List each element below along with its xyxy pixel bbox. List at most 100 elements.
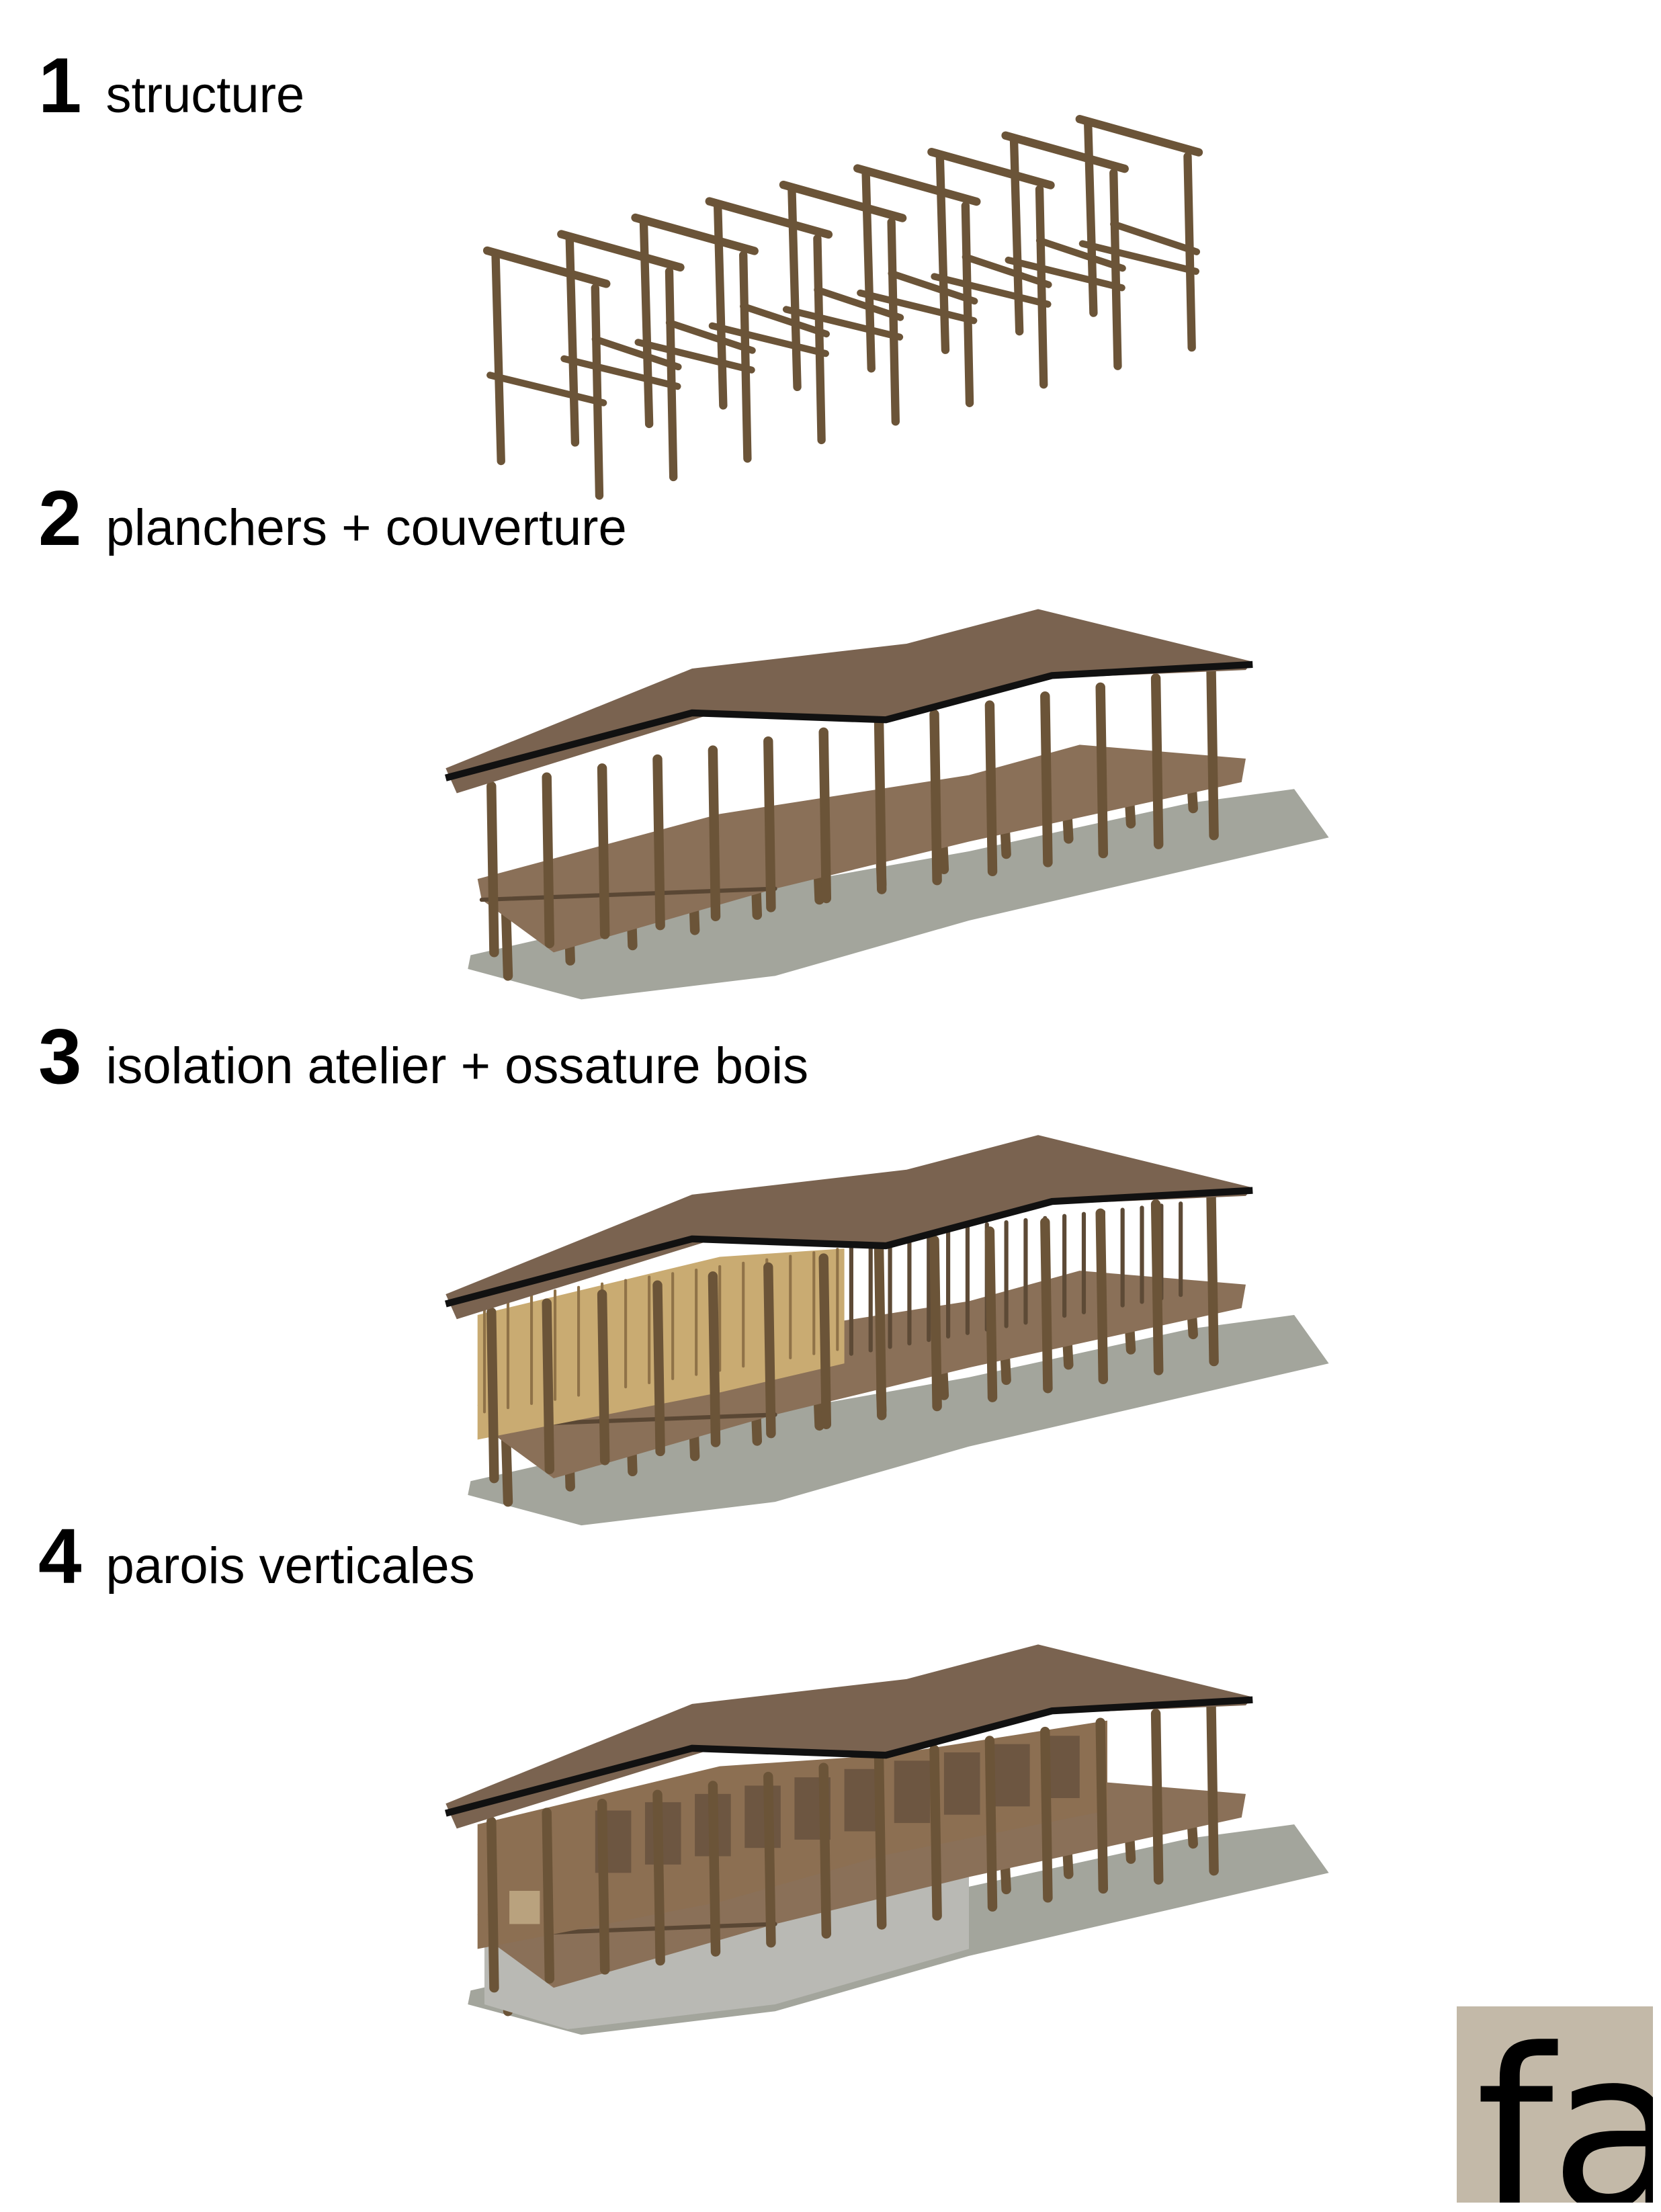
roof	[445, 1644, 1253, 1829]
timber-post	[1083, 118, 1098, 317]
column	[984, 700, 998, 877]
vertical-walls-illustration	[445, 1644, 1329, 2035]
column	[929, 1235, 942, 1412]
step-4-heading: 4 parois verticales	[38, 1511, 475, 1601]
timber-brace	[962, 253, 1052, 288]
column	[818, 1762, 832, 1939]
column	[1206, 1699, 1219, 1876]
timber-post	[491, 249, 505, 466]
step-3-heading: 3 isolation atelier + ossature bois	[38, 1011, 808, 1101]
step-label: structure	[105, 67, 305, 124]
column	[929, 1744, 942, 1921]
column	[1150, 1709, 1164, 1885]
timber-rail	[1005, 256, 1125, 292]
timber-brace	[665, 319, 756, 354]
step-label: parois verticales	[105, 1537, 475, 1594]
timber-post	[861, 167, 876, 373]
timber-beam	[557, 230, 685, 272]
step-number: 1	[38, 42, 82, 129]
timber-beam	[779, 180, 907, 222]
timber-rail	[634, 339, 755, 374]
timber-beam	[631, 213, 759, 255]
column	[1040, 1217, 1053, 1394]
timber-post	[961, 202, 974, 407]
timber-rail	[1078, 240, 1199, 275]
timber-rail	[486, 372, 607, 407]
column	[763, 1771, 776, 1948]
timber-brace	[1110, 220, 1201, 255]
timber-beam	[1001, 131, 1129, 173]
deck-edge	[479, 886, 777, 902]
step-number: 3	[38, 1013, 82, 1100]
roof-edge	[445, 1187, 1253, 1308]
column	[708, 745, 721, 921]
timber-post	[787, 183, 802, 392]
column	[763, 736, 776, 912]
column	[597, 763, 610, 939]
column	[984, 1736, 998, 1912]
timber-post	[713, 200, 728, 410]
timber-post	[887, 218, 900, 426]
step-1-heading: 1 structure	[38, 40, 304, 130]
column	[1040, 1726, 1053, 1903]
column	[1206, 1190, 1219, 1367]
column	[1095, 1208, 1109, 1385]
column	[542, 1298, 555, 1474]
window	[844, 1769, 881, 1832]
column	[652, 1280, 665, 1457]
timber-post	[665, 267, 678, 482]
column	[874, 1754, 887, 1930]
timber-rail	[782, 306, 904, 341]
timber-post	[565, 232, 580, 447]
timber-brace	[740, 302, 830, 338]
roof	[445, 1135, 1253, 1320]
timber-post	[639, 216, 654, 429]
insulation-framing-illustration	[445, 1135, 1329, 1526]
roof-edge	[445, 1696, 1253, 1817]
column	[818, 1253, 832, 1430]
column	[1095, 1717, 1109, 1894]
floors-roof-illustration	[445, 609, 1329, 1000]
roof-edge	[445, 661, 1253, 781]
timber-post	[1035, 185, 1048, 389]
floor-deck	[477, 1780, 1246, 1988]
column	[874, 718, 887, 894]
timber-brace	[888, 269, 978, 305]
column	[597, 1799, 610, 1975]
floor-deck	[477, 745, 1246, 953]
timber-rail	[931, 273, 1052, 308]
column	[542, 772, 555, 949]
step-2-heading: 2 planchers + couverture	[38, 473, 627, 563]
column	[1206, 664, 1219, 841]
column	[1150, 673, 1164, 849]
column	[984, 1226, 998, 1402]
timber-beam	[482, 246, 611, 288]
timber-rail	[708, 322, 829, 357]
timber-rail	[560, 355, 681, 390]
timber-beam	[705, 197, 833, 239]
window	[509, 1891, 540, 1924]
column	[652, 1789, 665, 1966]
column	[542, 1807, 555, 1984]
column	[486, 781, 499, 958]
timber-brace	[1035, 237, 1126, 272]
column	[874, 1244, 887, 1420]
column	[652, 754, 665, 931]
roof	[445, 609, 1253, 794]
timber-post	[591, 284, 604, 500]
column	[1095, 682, 1109, 859]
column	[486, 1816, 499, 1993]
column	[708, 1781, 721, 1957]
window	[894, 1760, 931, 1824]
timber-post	[935, 151, 950, 354]
column	[486, 1307, 499, 1484]
column	[1150, 1199, 1164, 1375]
timber-rail	[857, 289, 978, 325]
timber-post	[1109, 169, 1122, 370]
column	[818, 727, 832, 904]
ground-slab	[468, 1315, 1329, 1526]
timber-post	[813, 234, 826, 445]
ground-slab	[468, 789, 1329, 1000]
